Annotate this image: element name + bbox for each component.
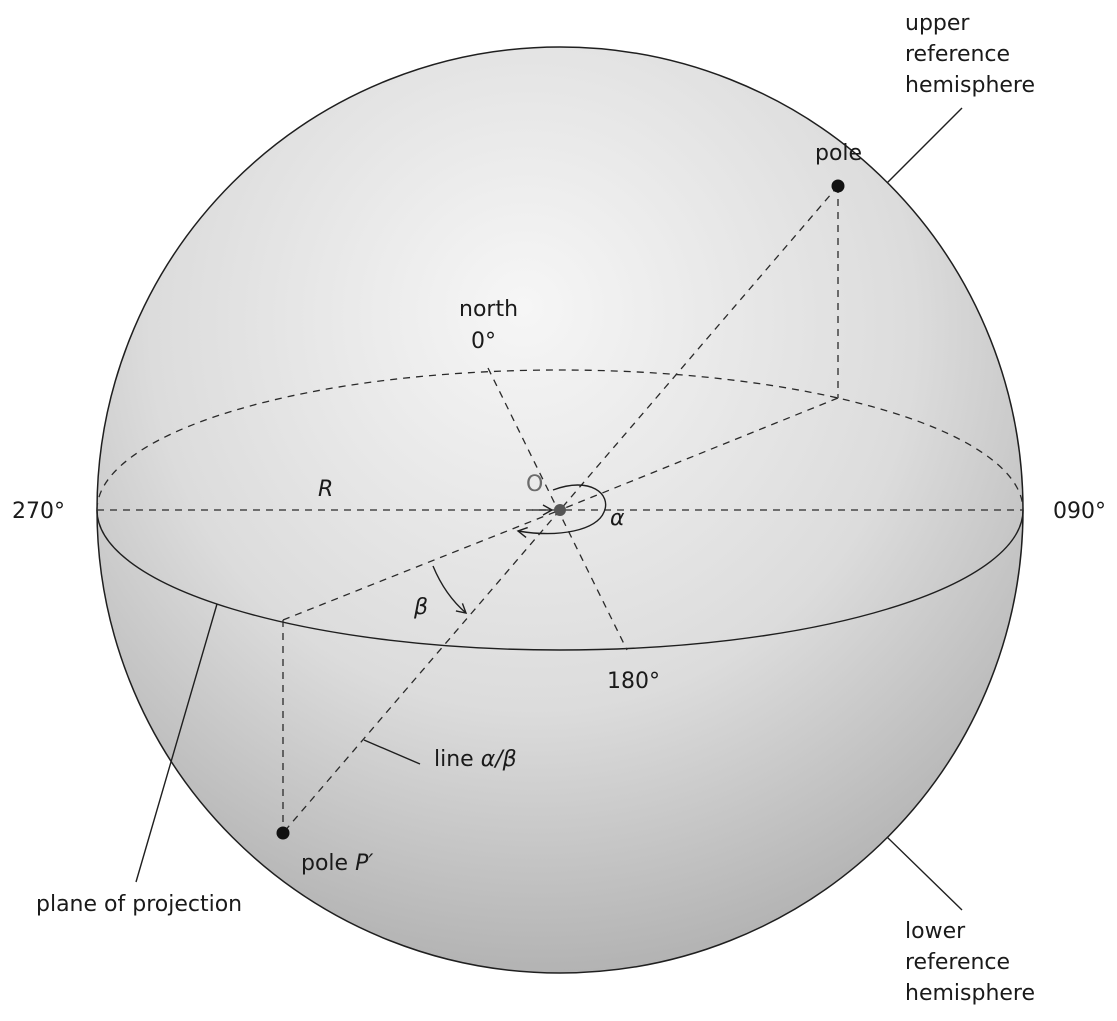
equator-front bbox=[96, 509, 1024, 651]
pole-projection-line bbox=[559, 397, 839, 511]
line-alpha-beta bbox=[282, 509, 561, 834]
upper-hemisphere-label: upper reference hemisphere bbox=[905, 11, 1035, 98]
pole-to-centre-line bbox=[559, 185, 839, 511]
pole-p-point bbox=[276, 826, 290, 840]
beta-label: β bbox=[413, 595, 428, 620]
plane-of-projection-label: plane of projection bbox=[36, 892, 242, 917]
pole-point bbox=[831, 179, 845, 193]
equator-back bbox=[96, 369, 1024, 511]
south-degree-label: 180° bbox=[607, 669, 660, 694]
centre-point bbox=[554, 504, 566, 516]
origin-label: O bbox=[526, 472, 543, 497]
east-degree-label: 090° bbox=[1053, 499, 1106, 524]
north-degree-label: 0° bbox=[471, 329, 496, 354]
north-label: north bbox=[459, 297, 518, 322]
pole-p-label: pole P′ bbox=[301, 851, 373, 876]
plane-leader bbox=[135, 603, 218, 883]
upper-hemisphere-leader bbox=[886, 107, 963, 184]
pole-label: pole bbox=[815, 141, 862, 166]
west-degree-label: 270° bbox=[12, 499, 65, 524]
alpha-label: α bbox=[610, 506, 625, 531]
line-alpha-beta-label: line α/β bbox=[434, 747, 517, 772]
lower-hemisphere-label: lower reference hemisphere bbox=[905, 919, 1035, 1006]
alpha-arc bbox=[516, 484, 607, 538]
pole-p-projection-line bbox=[282, 509, 561, 621]
beta-arc bbox=[432, 565, 468, 614]
radius-label: R bbox=[318, 477, 333, 502]
lower-hemisphere-leader bbox=[886, 836, 963, 911]
line-ab-leader bbox=[363, 739, 421, 765]
